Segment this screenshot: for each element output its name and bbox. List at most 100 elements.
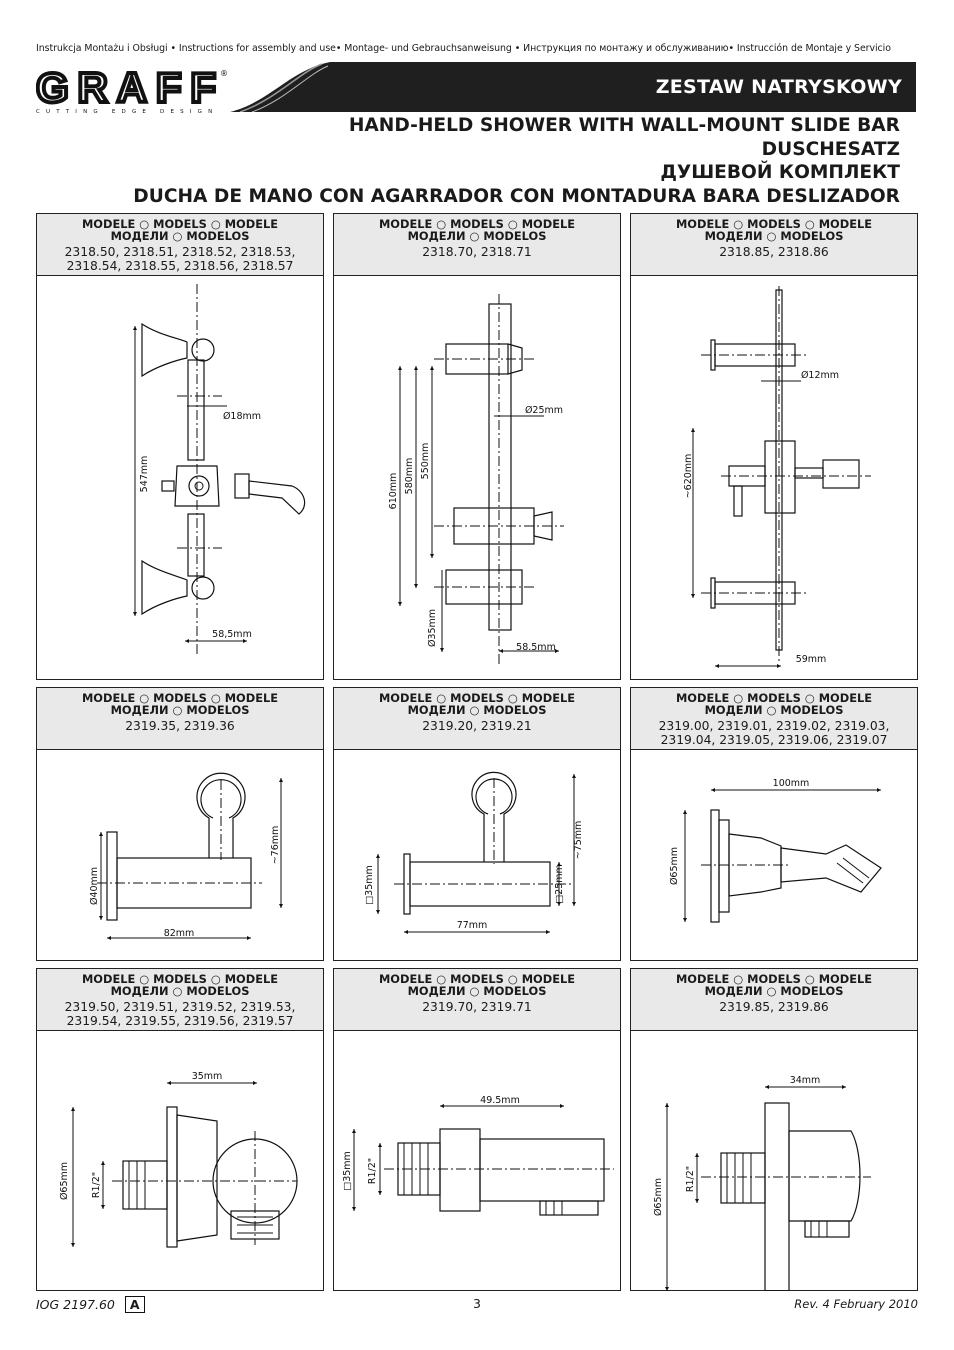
product-titles: HAND-HELD SHOWER WITH WALL-MOUNT SLIDE B… <box>133 114 900 208</box>
dimension-label: □25mm <box>554 864 565 904</box>
models-heading-ru-es: МОДЕЛИ ○ MODELOS <box>110 703 250 717</box>
model-panel: MODELE ○ MODELS ○ MODELE МОДЕЛИ ○ MODELO… <box>36 213 324 680</box>
models-heading-ru-es: МОДЕЛИ ○ MODELOS <box>407 984 547 998</box>
dimension-label: 58.5mm <box>516 642 556 653</box>
technical-drawing: □35mm □25mm ~75mm 77mm <box>364 771 584 934</box>
models-heading-ru-es: МОДЕЛИ ○ MODELOS <box>407 703 547 717</box>
technical-drawing: Ø25mm 610mm 580mm 550mm Ø35mm 58.5mm <box>388 294 564 666</box>
technical-drawing: 35mm Ø65mm R1/2" <box>59 1071 298 1248</box>
panel-header: MODELE ○ MODELS ○ MODELE МОДЕЛИ ○ MODELO… <box>631 688 917 750</box>
banner-accent-bar <box>912 66 915 112</box>
dimension-label: 35mm <box>192 1071 223 1082</box>
panel-header: MODELE ○ MODELS ○ MODELE МОДЕЛИ ○ MODELO… <box>37 969 323 1031</box>
panel-header: MODELE ○ MODELS ○ MODELE МОДЕЛИ ○ MODELO… <box>631 214 917 276</box>
logo-wordmark: GRAFF <box>36 66 218 111</box>
models-heading-ru-es: МОДЕЛИ ○ MODELOS <box>704 984 844 998</box>
models-heading: MODELE ○ MODELS ○ MODELE <box>81 972 279 986</box>
model-numbers: 2318.85, 2318.86 <box>719 245 829 259</box>
dimension-label: Ø65mm <box>669 847 680 885</box>
dimension-label: 82mm <box>164 928 195 939</box>
model-numbers: 2319.50, 2319.51, 2319.52, 2319.53, 2319… <box>64 1000 296 1028</box>
model-panel: MODELE ○ MODELS ○ MODELE МОДЕЛИ ○ MODELO… <box>36 687 324 961</box>
dimension-label: ~620mm <box>683 454 694 499</box>
model-panel: MODELE ○ MODELS ○ MODELE МОДЕЛИ ○ MODELO… <box>333 213 621 680</box>
models-heading-ru-es: МОДЕЛИ ○ MODELOS <box>407 229 547 243</box>
models-heading-ru-es: МОДЕЛИ ○ MODELOS <box>110 229 250 243</box>
models-heading: MODELE ○ MODELS ○ MODELE <box>378 691 576 705</box>
title-banner <box>230 62 916 112</box>
model-numbers: 2319.00, 2319.01, 2319.02, 2319.03, 2319… <box>658 719 890 747</box>
dimension-label: R1/2" <box>685 1166 696 1192</box>
dimension-label: Ø65mm <box>59 1162 70 1200</box>
model-panel: MODELE ○ MODELS ○ MODELE МОДЕЛИ ○ MODELO… <box>630 213 918 680</box>
dimension-label: □35mm <box>364 865 375 905</box>
model-numbers: 2318.50, 2318.51, 2318.52, 2318.53, 2318… <box>64 245 296 273</box>
dimension-label: 610mm <box>388 473 399 510</box>
model-numbers: 2319.70, 2319.71 <box>422 1000 532 1014</box>
model-numbers: 2319.35, 2319.36 <box>125 719 235 733</box>
model-numbers: 2319.85, 2319.86 <box>719 1000 829 1014</box>
dimension-label: Ø25mm <box>525 405 563 416</box>
models-heading-ru-es: МОДЕЛИ ○ MODELOS <box>704 703 844 717</box>
model-numbers: 2319.20, 2319.21 <box>422 719 532 733</box>
model-panel: MODELE ○ MODELS ○ MODELE МОДЕЛИ ○ MODELO… <box>630 968 918 1291</box>
panel-header: MODELE ○ MODELS ○ MODELE МОДЕЛИ ○ MODELO… <box>631 969 917 1031</box>
dimension-label: 34mm <box>790 1075 821 1086</box>
dimension-label: 58,5mm <box>212 629 252 640</box>
logo-registered: ® <box>220 69 228 78</box>
logo-tagline: CUTTING EDGE DESIGN <box>36 109 218 115</box>
panel-header: MODELE ○ MODELS ○ MODELE МОДЕЛИ ○ MODELO… <box>37 688 323 750</box>
panel-header: MODELE ○ MODELS ○ MODELE МОДЕЛИ ○ MODELO… <box>334 214 620 276</box>
models-heading: MODELE ○ MODELS ○ MODELE <box>81 217 279 231</box>
dimension-label: 550mm <box>420 443 431 480</box>
dimension-label: 580mm <box>404 458 415 495</box>
graff-logo: GRAFF ® CUTTING EDGE DESIGN <box>34 62 236 120</box>
technical-drawing: Ø18mm 547mm 58,5mm <box>133 284 306 656</box>
models-heading: MODELE ○ MODELS ○ MODELE <box>675 217 873 231</box>
dimension-label: Ø65mm <box>653 1178 664 1216</box>
model-panel: MODELE ○ MODELS ○ MODELE МОДЕЛИ ○ MODELO… <box>630 687 918 961</box>
models-heading-ru-es: МОДЕЛИ ○ MODELOS <box>110 984 250 998</box>
dimension-label: Ø35mm <box>427 609 438 647</box>
dimension-label: ~75mm <box>573 821 584 860</box>
revision-letter-box: A <box>124 1296 145 1313</box>
models-heading: MODELE ○ MODELS ○ MODELE <box>378 217 576 231</box>
dimension-label: Ø18mm <box>223 411 261 422</box>
languages-line: Instrukcja Montażu i Obsługi • Instructi… <box>36 43 891 54</box>
model-panel: MODELE ○ MODELS ○ MODELE МОДЕЛИ ○ MODELO… <box>36 968 324 1291</box>
dimension-label: 100mm <box>773 778 810 789</box>
technical-drawing: 34mm Ø65mm R1/2" <box>653 1075 871 1291</box>
models-heading: MODELE ○ MODELS ○ MODELE <box>378 972 576 986</box>
technical-drawing: Ø40mm ~76mm 82mm <box>89 772 283 940</box>
technical-drawing: 49.5mm □35mm R1/2" <box>342 1095 614 1216</box>
models-heading-ru-es: МОДЕЛИ ○ MODELOS <box>704 229 844 243</box>
revision-date: Rev. 4 February 2010 <box>794 1297 918 1311</box>
title-german: DUSCHESATZ <box>761 138 900 160</box>
panel-header: MODELE ○ MODELS ○ MODELE МОДЕЛИ ○ MODELO… <box>37 214 323 276</box>
technical-drawing: Ø12mm ~620mm 59mm <box>683 286 871 668</box>
dimension-label: Ø12mm <box>801 370 839 381</box>
dimension-label: 49.5mm <box>480 1095 520 1106</box>
dimension-label: 77mm <box>457 920 488 931</box>
dimension-label: R1/2" <box>367 1158 378 1184</box>
dimension-label: Ø40mm <box>89 867 100 905</box>
page-number: 3 <box>473 1296 481 1311</box>
title-russian: ДУШЕВОЙ КОМПЛЕКТ <box>660 162 900 184</box>
dimension-label: 59mm <box>796 654 827 665</box>
panel-header: MODELE ○ MODELS ○ MODELE МОДЕЛИ ○ MODELO… <box>334 688 620 750</box>
model-panel: MODELE ○ MODELS ○ MODELE МОДЕЛИ ○ MODELO… <box>333 687 621 961</box>
dimension-label: ~76mm <box>270 826 281 865</box>
models-heading: MODELE ○ MODELS ○ MODELE <box>675 691 873 705</box>
model-numbers: 2318.70, 2318.71 <box>422 245 532 259</box>
title-english: HAND-HELD SHOWER WITH WALL-MOUNT SLIDE B… <box>348 115 900 136</box>
model-panel: MODELE ○ MODELS ○ MODELE МОДЕЛИ ○ MODELO… <box>333 968 621 1291</box>
models-heading: MODELE ○ MODELS ○ MODELE <box>675 972 873 986</box>
banner-title: ZESTAW NATRYSKOWY <box>655 76 902 98</box>
dimension-label: 547mm <box>139 456 150 493</box>
panel-header: MODELE ○ MODELS ○ MODELE МОДЕЛИ ○ MODELO… <box>334 969 620 1031</box>
technical-drawing: 100mm Ø65mm <box>669 778 882 923</box>
dimension-label: □35mm <box>342 1151 353 1191</box>
models-heading: MODELE ○ MODELS ○ MODELE <box>81 691 279 705</box>
title-spanish: DUCHA DE MANO CON AGARRADOR CON MONTADUR… <box>133 185 900 207</box>
